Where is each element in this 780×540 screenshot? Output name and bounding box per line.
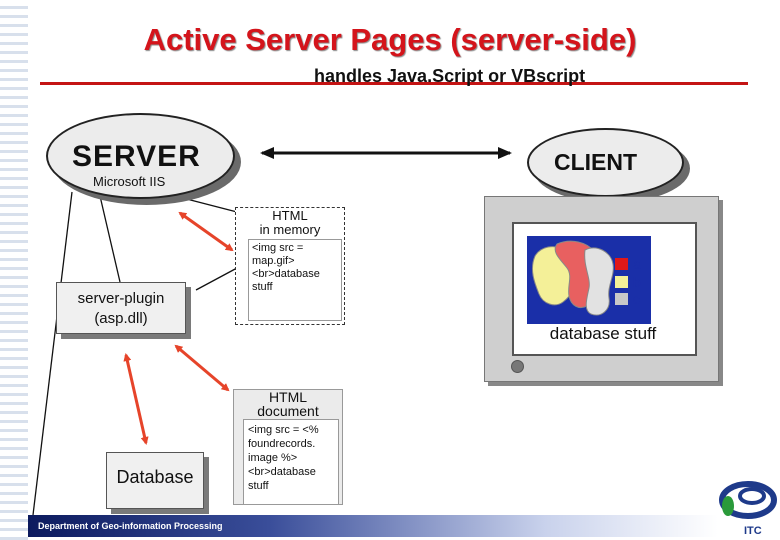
html-document-code: <img src = <% foundrecords. image %> <br… (248, 423, 336, 493)
database-box (106, 452, 204, 509)
code-line: <br>database (248, 466, 316, 478)
server-plugin-line1: server-plugin (77, 290, 165, 307)
server-label: SERVER (72, 140, 201, 173)
screen-caption: database stuff (549, 324, 657, 343)
html-document-label: HTML document (233, 390, 343, 418)
code-line: stuff (252, 281, 273, 293)
server-database-line (32, 191, 73, 516)
html-document-label-line1: HTML (268, 389, 308, 405)
map-image (527, 236, 651, 324)
legend-label-b: b (633, 274, 641, 290)
code-line: foundrecords. (248, 438, 316, 450)
html-in-memory-label: HTML in memory (235, 209, 345, 237)
server-plugin-label: server-plugin (asp.dll) (56, 289, 186, 329)
code-line: <br>database (252, 268, 320, 280)
legend-label-c: c (633, 291, 640, 307)
server-memory-line (174, 195, 238, 213)
page-title: Active Server Pages (server-side) (143, 22, 637, 57)
title-underline (40, 82, 748, 85)
server-plugin-line (99, 195, 121, 283)
legend-swatch-a (615, 258, 628, 270)
html-in-memory-code: <img src = map.gif> <br>database stuff (252, 242, 338, 294)
html-in-memory-label-line1: HTML (272, 208, 308, 223)
map-shapes (532, 240, 614, 316)
client-label: CLIENT (554, 149, 638, 175)
legend-swatch-b (615, 276, 628, 288)
code-line: <img src = <% (248, 424, 319, 436)
server-plugin-line2: (asp.dll) (94, 310, 148, 327)
plugin-document-arrow (174, 344, 230, 392)
legend-swatch-c (615, 293, 628, 305)
code-line: image %> (248, 452, 298, 464)
html-document-label-line2: document (257, 403, 319, 419)
plugin-memory-arrow (178, 211, 234, 252)
plugin-database-arrow (123, 353, 149, 445)
server-oval (46, 113, 235, 199)
monitor-power-button-icon (511, 360, 524, 373)
html-in-memory-code-panel (248, 239, 342, 321)
database-label: Database (116, 467, 194, 487)
html-document-code-panel (243, 419, 339, 505)
code-line: stuff (248, 480, 269, 492)
legend-label-a: a (633, 256, 641, 272)
code-line: <img src = (252, 242, 304, 254)
code-line: map.gif> (252, 255, 295, 267)
footer-bar (28, 515, 718, 537)
left-stripe-decoration (0, 0, 28, 540)
server-plugin-box (56, 282, 186, 334)
footer-department: Department of Geo-information Processing (38, 521, 223, 531)
plugin-memory-line (195, 267, 238, 291)
html-in-memory-label-line2: in memory (259, 222, 321, 237)
server-sublabel: Microsoft IIS (93, 174, 166, 189)
page-subtitle: handles Java.Script or VBscript (314, 66, 586, 86)
